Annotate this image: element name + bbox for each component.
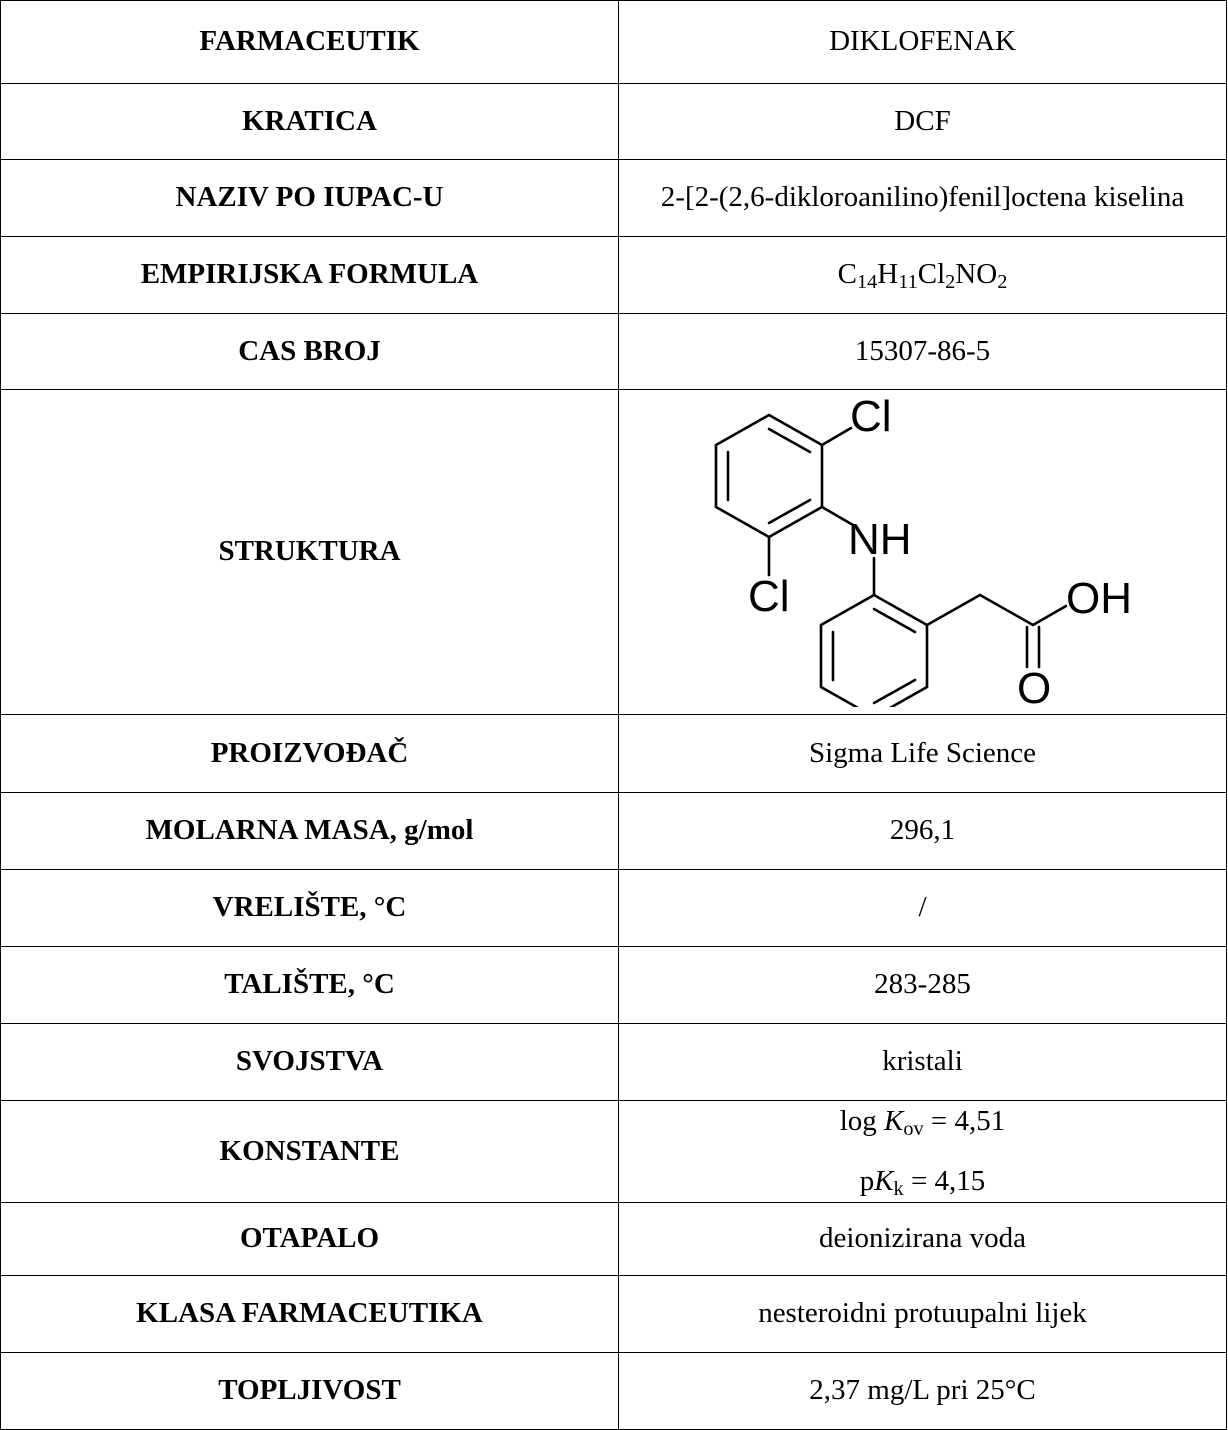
row-value: nesteroidni protuupalni lijek (618, 1275, 1227, 1353)
row-value: 283-285 (618, 946, 1227, 1024)
table-row: OTAPALO deionizirana voda (0, 1202, 1227, 1276)
row-label: FARMACEUTIK (0, 0, 619, 84)
row-value: 2,37 mg/L pri 25°C (618, 1352, 1227, 1430)
row-value: kristali (618, 1023, 1227, 1101)
row-value: deionizirana voda (618, 1202, 1227, 1276)
row-value: 296,1 (618, 792, 1227, 870)
table-row: STRUKTURA (0, 389, 1227, 715)
bond-nh (820, 505, 854, 527)
diclofenac-structure: Cl NH Cl OH O (714, 397, 1132, 707)
row-label: VRELIŠTE, °C (0, 869, 619, 947)
row-label: STRUKTURA (0, 389, 619, 715)
table-row: TOPLJIVOST 2,37 mg/L pri 25°C (0, 1352, 1227, 1430)
row-label: TOPLJIVOST (0, 1352, 619, 1430)
row-label: NAZIV PO IUPAC-U (0, 159, 619, 237)
bond-cl-top (820, 426, 852, 447)
constant-pkk: pKk = 4,15 (859, 1164, 986, 1200)
row-value: DCF (618, 83, 1227, 160)
row-value: 2-[2-(2,6-dikloroanilino)fenil]octena ki… (618, 159, 1227, 237)
table-row: FARMACEUTIK DIKLOFENAK (0, 0, 1227, 84)
table-row: KRATICA DCF (0, 83, 1227, 160)
row-label: KONSTANTE (0, 1100, 619, 1203)
formula-element: H (877, 258, 899, 291)
table-row: TALIŠTE, °C 283-285 (0, 946, 1227, 1024)
formula-count: 2 (945, 271, 956, 294)
ring-a-double-bond (767, 498, 811, 525)
ring-a-double-bond (767, 427, 811, 454)
atom-oh: OH (1066, 574, 1132, 623)
table-row: PROIZVOĐAČ Sigma Life Science (0, 714, 1227, 793)
ring-b (819, 593, 928, 707)
row-label: CAS BROJ (0, 313, 619, 390)
formula-count: 11 (898, 271, 918, 294)
bond-c-oh (1031, 604, 1067, 627)
formula-element: O (976, 258, 998, 291)
row-label: OTAPALO (0, 1202, 619, 1276)
atom-cl-left: Cl (748, 572, 790, 621)
atom-o: O (1017, 664, 1051, 707)
formula-element: C (837, 258, 857, 291)
formula-element: N (955, 258, 977, 291)
structure-cell: Cl NH Cl OH O (618, 389, 1227, 715)
row-value: DIKLOFENAK (618, 0, 1227, 84)
row-label: KRATICA (0, 83, 619, 160)
formula-count: 2 (997, 271, 1008, 294)
atom-nh: NH (848, 515, 912, 564)
table-row: EMPIRIJSKA FORMULA C14H11Cl2NO2 (0, 236, 1227, 314)
ring-b-double-bond (872, 678, 916, 705)
row-value: / (618, 869, 1227, 947)
ring-b-double-bond (872, 607, 916, 634)
constants-cell: log Kov = 4,51 pKk = 4,15 (618, 1100, 1227, 1203)
row-label: PROIZVOĐAČ (0, 714, 619, 793)
row-value: 15307-86-5 (618, 313, 1227, 390)
bond-ch2 (925, 593, 981, 627)
table-row: KLASA FARMACEUTIKA nesteroidni protuupal… (0, 1275, 1227, 1353)
row-label: KLASA FARMACEUTIKA (0, 1275, 619, 1353)
table-row: NAZIV PO IUPAC-U 2-[2-(2,6-dikloroanilin… (0, 159, 1227, 237)
table-row: MOLARNA MASA, g/mol 296,1 (0, 792, 1227, 870)
formula-element: Cl (917, 258, 946, 291)
table-row: SVOJSTVA kristali (0, 1023, 1227, 1101)
empirical-formula: C14H11Cl2NO2 (618, 236, 1227, 314)
row-label: EMPIRIJSKA FORMULA (0, 236, 619, 314)
row-label: TALIŠTE, °C (0, 946, 619, 1024)
constant-log-kow: log Kov = 4,51 (839, 1105, 1006, 1141)
row-value: Sigma Life Science (618, 714, 1227, 793)
ring-a (714, 413, 823, 539)
row-label: MOLARNA MASA, g/mol (0, 792, 619, 870)
formula-count: 14 (856, 271, 878, 294)
bond-c-carboxyl (978, 593, 1034, 627)
table-row: VRELIŠTE, °C / (0, 869, 1227, 947)
row-label: SVOJSTVA (0, 1023, 619, 1101)
table-row: CAS BROJ 15307-86-5 (0, 313, 1227, 390)
table-row: KONSTANTE log Kov = 4,51 pKk = 4,15 (0, 1100, 1227, 1203)
atom-cl-top: Cl (850, 397, 892, 441)
